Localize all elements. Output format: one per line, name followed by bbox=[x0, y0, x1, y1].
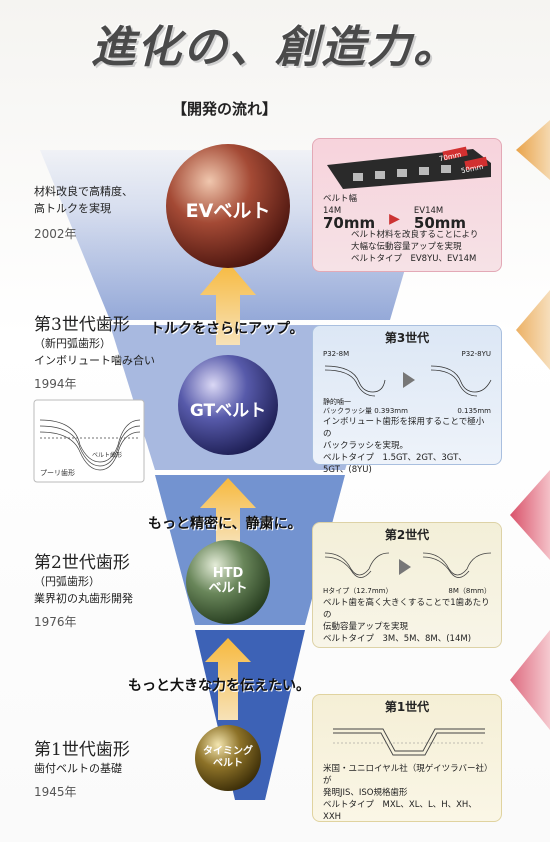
gen1-spec-panel: 第1世代 米国・ユニロイヤル社（現ゲイツラバー社）が 発明JIS、ISO規格歯形… bbox=[312, 694, 502, 822]
htd-label-line2: ベルト bbox=[208, 581, 248, 596]
gen3-left-note-2: バックラッシ量 bbox=[323, 407, 372, 415]
gen2-type: ベルトタイプ 3M、5M、8M、(14M) bbox=[323, 634, 472, 644]
htd-label-line1: HTD bbox=[212, 566, 244, 581]
section-heading: 【開発の流れ】 bbox=[172, 100, 278, 118]
gen2-desc-2: 伝動容量アップを実現 bbox=[323, 622, 409, 632]
gen3-spec-panel: 第3世代 P32-8M P32-8YU 静的噛一 バックラッシ量 0.393mm… bbox=[312, 325, 502, 475]
era-gen2: 第2世代歯形 （円弧歯形） 業界初の丸歯形開発 1976年 bbox=[34, 548, 133, 630]
ev-from-size: 70mm bbox=[323, 214, 376, 232]
era-gen2-desc-1: （円弧歯形） bbox=[34, 575, 100, 588]
gen3-desc-1: インボリュート歯形を採用することで極小の bbox=[323, 417, 485, 439]
gen2-title: 第2世代 bbox=[384, 528, 430, 542]
ev-note-2: 大幅な伝動容量アップを実現 bbox=[351, 242, 462, 252]
ev-to-size: 50mm bbox=[413, 214, 467, 232]
gen3-tooth-diagram bbox=[324, 365, 492, 397]
inset-pulley-label: プーリ歯形 bbox=[40, 469, 75, 477]
gen1-desc-1: 米国・ユニロイヤル社（現ゲイツラバー社）が bbox=[323, 764, 489, 786]
era-gen3-name: 第3世代歯形 bbox=[34, 315, 130, 335]
ev-type: ベルトタイプ EV8YU、EV14M bbox=[351, 254, 477, 264]
gen2-spec-panel: 第2世代 Hタイプ（12.7mm） 8M（8mm） ベルト歯を高く大きくすること… bbox=[312, 522, 502, 648]
gen2-left-code: Hタイプ（12.7mm） bbox=[323, 587, 393, 595]
gen3-right-value: 0.135mm bbox=[457, 407, 491, 415]
gt-belt-ball bbox=[178, 355, 278, 455]
timing-label-line1: タイミング bbox=[203, 746, 253, 757]
era-gen3-year: 1994年 bbox=[34, 377, 77, 391]
gen3-right-code: P32-8YU bbox=[461, 350, 491, 358]
gen3-left-code: P32-8M bbox=[323, 350, 350, 358]
gen1-type: ベルトタイプ MXL、XL、L、H、XH、XXH bbox=[323, 800, 477, 822]
ev-spec-panel: 70mm 50mm ベルト幅 14M 70mm ▶ EV14M 50mm ベルト… bbox=[312, 138, 502, 272]
slogan-gen2: もっと精密に、静粛に。 bbox=[148, 516, 302, 532]
ev-belt-ball bbox=[166, 144, 290, 268]
era-ev-desc-2: 高トルクを実現 bbox=[34, 202, 111, 215]
ev-note-1: ベルト材料を改良することにより bbox=[351, 230, 479, 240]
htd-belt-ball bbox=[186, 540, 270, 624]
timing-belt-label: タイミング ベルト bbox=[195, 746, 261, 770]
gen3-type: ベルトタイプ 1.5GT、2GT、3GT、5GT、(8YU) bbox=[323, 453, 467, 475]
inset-belt-label: ベルト歯形 bbox=[92, 452, 123, 459]
era-gen2-name: 第2世代歯形 bbox=[34, 553, 130, 573]
timing-label-line2: ベルト bbox=[213, 758, 243, 769]
ev-belt-illustration bbox=[327, 146, 491, 189]
era-ev-desc-1: 材料改良で高精度、 bbox=[34, 185, 133, 198]
era-ev: 材料改良で高精度、 高トルクを実現 2002年 bbox=[34, 183, 133, 242]
era-gen1-desc-1: 歯付ベルトの基礎 bbox=[34, 762, 122, 775]
ev-from-code: 14M bbox=[323, 206, 342, 216]
timing-belt-ball bbox=[195, 725, 261, 791]
gen1-title: 第1世代 bbox=[384, 700, 430, 714]
era-gen3-desc-1: （新円弧歯形） bbox=[34, 337, 111, 350]
gen1-tooth-diagram bbox=[333, 728, 485, 756]
page-title: 進化の、創造力。 bbox=[91, 22, 459, 73]
gt-belt-label: GTベルト bbox=[189, 401, 267, 421]
gen2-right-code: 8M（8mm） bbox=[448, 587, 491, 595]
slogan-gen1: もっと大きな力を伝えたい。 bbox=[128, 678, 310, 694]
era-gen1-year: 1945年 bbox=[34, 785, 77, 799]
gen3-desc-2: バックラッシを実現。 bbox=[323, 441, 409, 451]
era-ev-year: 2002年 bbox=[34, 227, 77, 241]
ev-arrow-icon: ▶ bbox=[389, 211, 400, 227]
htd-belt-label: HTD ベルト bbox=[186, 566, 270, 596]
ev-belt-label: EVベルト bbox=[185, 200, 271, 222]
era-gen1: 第1世代歯形 歯付ベルトの基礎 1945年 bbox=[34, 735, 130, 800]
gen1-desc-2: 発明JIS、ISO規格歯形 bbox=[323, 788, 408, 798]
gen2-desc-1: ベルト歯を高く大きくすることで1歯あたりの bbox=[323, 598, 490, 620]
era-gen2-year: 1976年 bbox=[34, 615, 77, 629]
gen2-tooth-diagram bbox=[324, 552, 492, 578]
era-gen3-desc-2: インボリュート噛み合い bbox=[34, 354, 155, 367]
ev-to-code: EV14M bbox=[413, 206, 444, 216]
gen3-left-value: 0.393mm bbox=[374, 407, 408, 415]
slogan-gen3: トルクをさらにアップ。 bbox=[150, 321, 304, 337]
gen3-title: 第3世代 bbox=[384, 331, 430, 345]
era-gen2-desc-2: 業界初の丸歯形開発 bbox=[34, 592, 133, 605]
gen3-left-note-1: 静的噛一 bbox=[323, 398, 351, 406]
era-gen3: 第3世代歯形 （新円弧歯形） インボリュート噛み合い 1994年 bbox=[34, 310, 155, 392]
ev-width-label: ベルト幅 bbox=[323, 194, 358, 204]
era-gen1-name: 第1世代歯形 bbox=[34, 740, 130, 760]
